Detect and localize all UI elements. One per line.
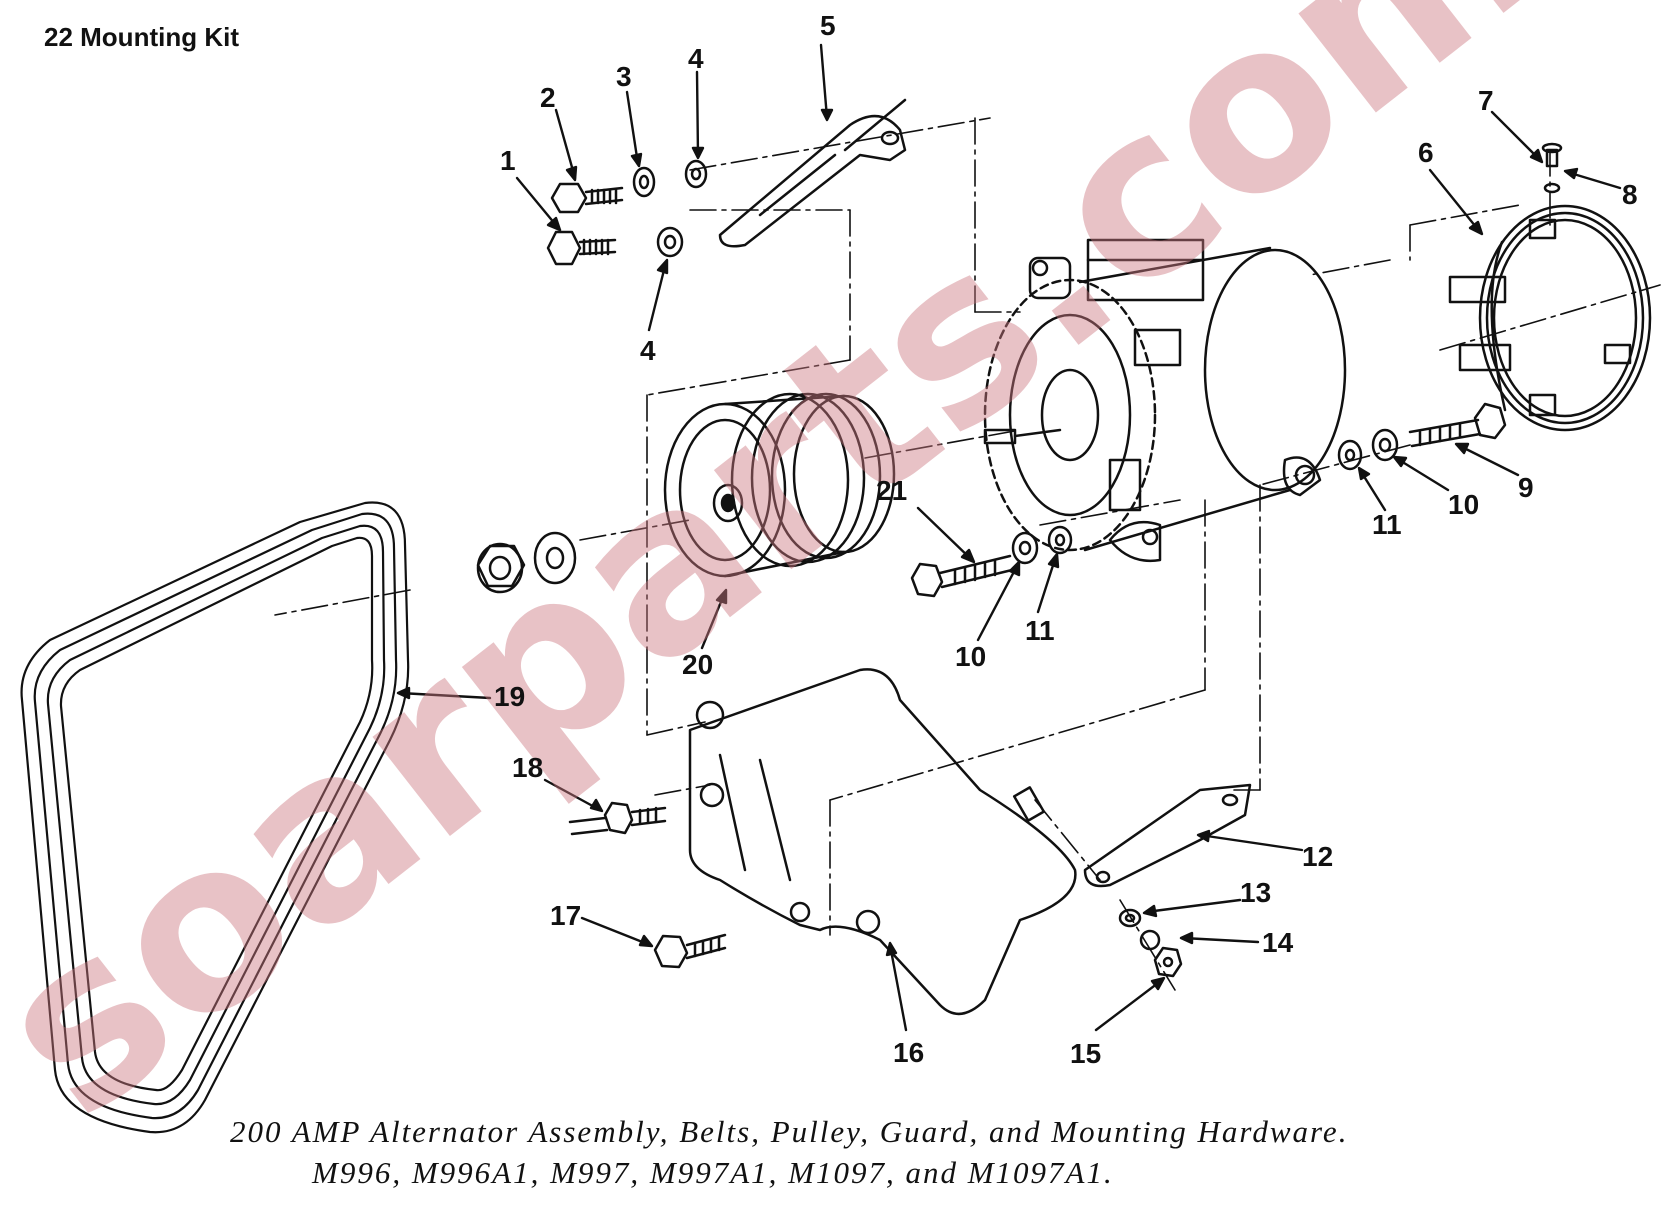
callout-16: 16 [893, 1037, 924, 1068]
v-belt [20, 501, 410, 1134]
upper-bracket [718, 98, 907, 248]
callout-5: 5 [820, 10, 836, 41]
callout-14: 14 [1262, 927, 1294, 958]
adjusting-strap [1083, 783, 1252, 888]
callout-9: 9 [1518, 472, 1534, 503]
figure-caption-line-2: M996, M996A1, M997, M997A1, M1097, and M… [312, 1155, 1114, 1190]
washers-10-11 [1011, 428, 1399, 565]
leader-arrows [396, 43, 1622, 1032]
alternator-guard [1448, 204, 1652, 432]
callout-6: 6 [1418, 137, 1434, 168]
figure-caption-line-1: 200 AMP Alternator Assembly, Belts, Pull… [230, 1114, 1349, 1149]
pulley-nut-washer [476, 531, 577, 594]
alternator-housing [983, 238, 1347, 563]
callout-labels: 1 2 3 4 4 5 6 7 8 9 10 11 10 11 12 13 14… [494, 10, 1638, 1069]
callout-7: 7 [1478, 85, 1494, 116]
callout-2: 2 [540, 82, 556, 113]
callout-10-center: 10 [955, 641, 986, 672]
callout-4-top: 4 [688, 43, 704, 74]
bolt-9 [1408, 402, 1507, 448]
pulley [663, 392, 896, 578]
bolt-2 [550, 182, 624, 214]
callout-11-center: 11 [1025, 615, 1055, 646]
lower-bracket [688, 668, 1077, 1015]
section-heading: 22 Mounting Kit [44, 22, 239, 52]
bolt-1 [546, 230, 617, 266]
callout-17: 17 [550, 900, 581, 931]
hardware-13-14-15 [1118, 908, 1183, 978]
callout-19: 19 [494, 681, 525, 712]
callout-11-right: 11 [1372, 509, 1402, 540]
callout-12: 12 [1302, 841, 1333, 872]
bolt-18 [568, 801, 667, 836]
callout-1: 1 [500, 145, 516, 176]
bolt-17 [653, 933, 727, 969]
callout-18: 18 [512, 752, 543, 783]
callout-13: 13 [1240, 877, 1271, 908]
callout-3: 3 [616, 61, 632, 92]
callout-4-bottom: 4 [640, 335, 656, 366]
callout-10-right: 10 [1448, 489, 1479, 520]
callout-21: 21 [876, 475, 907, 506]
callout-8: 8 [1622, 179, 1638, 210]
stud [1012, 786, 1046, 822]
callout-15: 15 [1070, 1038, 1101, 1069]
washers-3-4 [632, 159, 708, 258]
callout-20: 20 [682, 649, 713, 680]
screw-7-8 [1541, 142, 1563, 194]
bolt-21 [910, 554, 1014, 598]
